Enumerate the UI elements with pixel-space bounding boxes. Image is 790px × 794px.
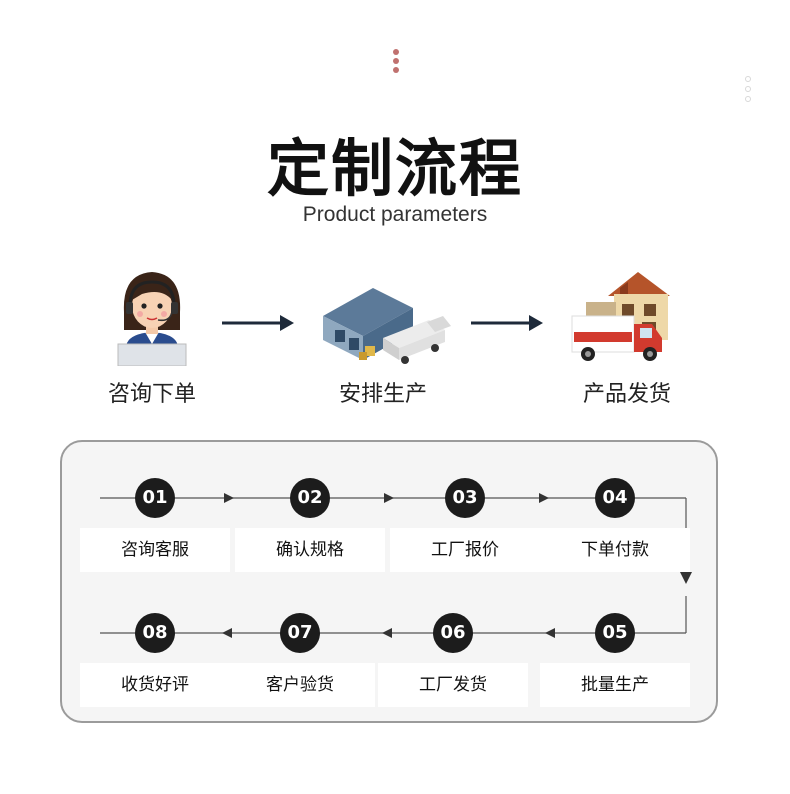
step-label: 咨询客服 xyxy=(80,528,230,572)
step-02: 02 确认规格 xyxy=(235,478,385,572)
step-number-badge: 04 xyxy=(595,478,635,518)
step-08: 08 收货好评 xyxy=(80,613,230,707)
stage-label: 咨询下单 xyxy=(107,382,196,407)
customer-service-icon xyxy=(117,272,187,366)
step-number-badge: 01 xyxy=(135,478,175,518)
step-label: 下单付款 xyxy=(540,528,690,572)
arrow-right-icon xyxy=(539,493,549,503)
step-label: 工厂发货 xyxy=(378,663,528,707)
stage-production: 安排生产 xyxy=(293,280,473,408)
stage-consult: 咨询下单 xyxy=(62,268,242,408)
step-05: 05 批量生产 xyxy=(540,613,690,707)
arrow-left-icon xyxy=(382,628,392,638)
step-label: 客户验货 xyxy=(225,663,375,707)
page-title: 定制流程 xyxy=(266,132,523,205)
stage-label: 产品发货 xyxy=(582,382,671,407)
arrow-left-icon xyxy=(545,628,555,638)
step-label: 确认规格 xyxy=(235,528,385,572)
step-06: 06 工厂发货 xyxy=(378,613,528,707)
arrow-right-icon xyxy=(384,493,394,503)
step-label: 批量生产 xyxy=(540,663,690,707)
step-04: 04 下单付款 xyxy=(540,478,690,572)
stage-label: 安排生产 xyxy=(338,382,427,407)
step-03: 03 工厂报价 xyxy=(390,478,540,572)
step-number-badge: 07 xyxy=(280,613,320,653)
arrow-right-icon xyxy=(222,315,294,331)
step-07: 07 客户验货 xyxy=(225,613,375,707)
step-number-badge: 08 xyxy=(135,613,175,653)
page-subtitle: Product parameters xyxy=(302,203,488,226)
arrow-left-icon xyxy=(222,628,232,638)
step-number-badge: 02 xyxy=(290,478,330,518)
step-label: 工厂报价 xyxy=(390,528,540,572)
arrow-right-icon xyxy=(471,315,543,331)
arrow-right-icon xyxy=(224,493,234,503)
factory-icon xyxy=(323,288,451,364)
step-number-badge: 03 xyxy=(445,478,485,518)
step-label: 收货好评 xyxy=(80,663,230,707)
delivery-truck-icon xyxy=(571,272,670,361)
decor-dots-right xyxy=(745,76,751,106)
step-number-badge: 06 xyxy=(433,613,473,653)
step-01: 01 咨询客服 xyxy=(80,478,230,572)
decor-dots xyxy=(392,49,400,76)
arrow-down-icon xyxy=(680,572,692,584)
step-number-badge: 05 xyxy=(595,613,635,653)
stage-shipping: 产品发货 xyxy=(537,266,717,408)
